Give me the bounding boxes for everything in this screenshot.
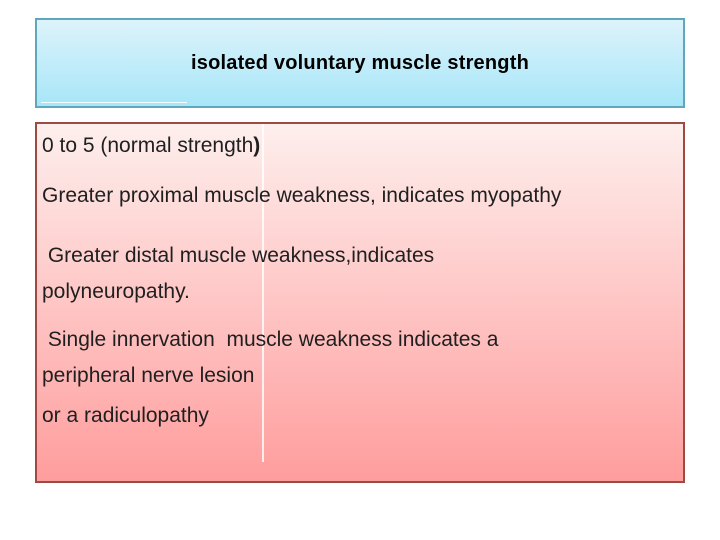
body-line-polyneuropathy: polyneuropathy.	[42, 280, 190, 303]
body-line-normal-strength: 0 to 5 (normal strength)	[42, 128, 675, 164]
vertical-guide-line	[262, 124, 264, 462]
body-line-single-innervation: Single innervation muscle weakness indic…	[42, 328, 499, 351]
body-line-normal-strength-bold-paren: )	[253, 134, 261, 157]
body-line-radiculopathy: or a radiculopathy	[42, 404, 209, 427]
title-underline	[41, 102, 187, 103]
body-line-peripheral-nerve-lesion: peripheral nerve lesion	[42, 364, 255, 387]
body-line-distal-weakness: Greater distal muscle weakness,indicates	[42, 244, 435, 267]
body-line-proximal-weakness: Greater proximal muscle weakness, indica…	[42, 184, 562, 207]
content-box: 0 to 5 (normal strength) Greater proxima…	[35, 122, 685, 483]
slide-title: isolated voluntary muscle strength	[191, 51, 529, 74]
body-line-normal-strength-text: 0 to 5 (normal strength	[42, 134, 254, 157]
title-box: isolated voluntary muscle strength	[35, 18, 685, 108]
